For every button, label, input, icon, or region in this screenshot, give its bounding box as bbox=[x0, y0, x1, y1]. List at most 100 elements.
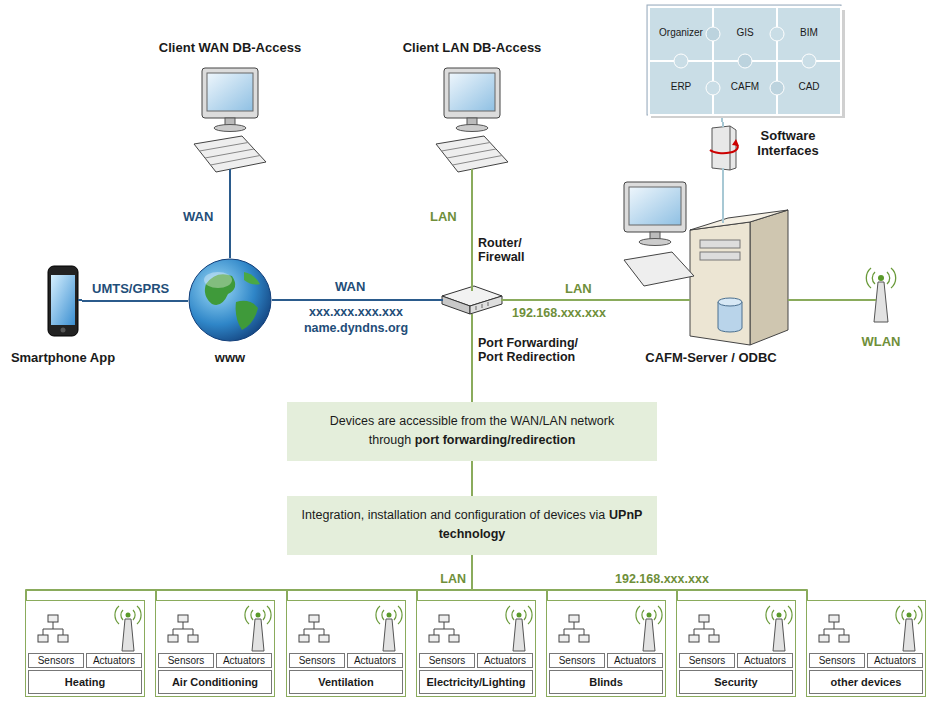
icon-part bbox=[471, 314, 473, 318]
icon-part bbox=[207, 73, 253, 111]
node-label: WLAN bbox=[854, 334, 908, 349]
network-link bbox=[472, 555, 807, 600]
icon-part bbox=[903, 619, 915, 651]
icon-part bbox=[690, 222, 750, 345]
device-name: Blinds bbox=[549, 670, 663, 694]
link-label: LAN bbox=[430, 210, 457, 225]
node-label: Router/ Firewall bbox=[478, 236, 538, 264]
icon-part bbox=[189, 259, 271, 341]
device-icons bbox=[677, 601, 797, 653]
component-label: Sensors bbox=[28, 653, 84, 668]
icon-part bbox=[444, 68, 500, 118]
component-label: Actuators bbox=[86, 653, 142, 668]
icon-part bbox=[256, 613, 261, 618]
icon-part bbox=[738, 54, 752, 68]
icon-part bbox=[471, 169, 473, 176]
icon-part bbox=[517, 613, 522, 618]
link-label: WAN bbox=[183, 210, 213, 225]
node-label: ERP bbox=[651, 81, 711, 92]
network-link bbox=[272, 299, 440, 301]
node-label: CAFM-Server / ODBC bbox=[626, 350, 796, 365]
component-label: Actuators bbox=[477, 653, 533, 668]
node-label: Software Interfaces bbox=[746, 128, 830, 158]
network-link bbox=[229, 176, 231, 258]
network-link bbox=[504, 299, 620, 301]
icon-part bbox=[732, 139, 739, 146]
globe-icon: www bbox=[188, 258, 272, 342]
network-link bbox=[471, 461, 473, 496]
address-label: xxx.xxx.xxx.xxx bbox=[300, 305, 412, 319]
icon-part bbox=[204, 272, 232, 288]
icon-part bbox=[722, 180, 724, 223]
icon-part bbox=[61, 328, 66, 333]
icon-part bbox=[718, 328, 742, 332]
icon-part bbox=[482, 304, 483, 308]
globe-icon bbox=[188, 258, 272, 342]
software-puzzle: OrganizerGISBIMERPCAFMCAD bbox=[645, 4, 845, 118]
icon-part bbox=[788, 299, 798, 301]
device-group: SensorsActuatorsSecurity bbox=[676, 600, 796, 697]
network-link bbox=[156, 555, 472, 600]
network-link bbox=[417, 555, 472, 600]
icon-part bbox=[712, 126, 736, 170]
icon-part bbox=[559, 635, 569, 642]
address-label: 192.168.xxx.xxx bbox=[615, 572, 709, 586]
icon-part bbox=[639, 239, 671, 246]
device-name: Heating bbox=[28, 670, 142, 694]
icon-part bbox=[694, 622, 714, 635]
icon-part bbox=[126, 613, 131, 618]
wlan-antenna: WLAN bbox=[868, 262, 894, 322]
device-icons bbox=[26, 601, 146, 653]
network-link bbox=[798, 299, 868, 301]
icon-part bbox=[777, 613, 782, 618]
icon-part bbox=[43, 622, 63, 635]
icon-part bbox=[178, 615, 188, 622]
component-label: Sensors bbox=[679, 653, 735, 668]
icon-part bbox=[211, 156, 261, 166]
icon-part bbox=[252, 619, 264, 651]
network-link bbox=[287, 555, 472, 600]
icon-part bbox=[874, 282, 888, 322]
node-label: Organizer bbox=[651, 27, 711, 38]
icon-part bbox=[636, 606, 662, 624]
icon-part bbox=[866, 268, 895, 288]
icon-part bbox=[839, 635, 849, 642]
node-label: Smartphone App bbox=[4, 350, 122, 365]
client-computer: Client LAN DB-Access bbox=[434, 68, 510, 176]
icon-part bbox=[730, 126, 731, 170]
node-label: www bbox=[188, 350, 272, 365]
icon-part bbox=[674, 54, 688, 68]
node-label: BIM bbox=[779, 27, 839, 38]
node-label: GIS bbox=[715, 27, 775, 38]
icon-part bbox=[488, 302, 489, 306]
device-name: Air Conditioning bbox=[158, 670, 272, 694]
icon-part bbox=[188, 635, 198, 642]
link-label: LAN bbox=[565, 282, 592, 297]
icon-part bbox=[304, 622, 324, 635]
icon-part bbox=[506, 606, 532, 624]
icon-part bbox=[700, 252, 740, 260]
network-link bbox=[26, 555, 472, 600]
component-label: Sensors bbox=[419, 653, 475, 668]
icon-part bbox=[643, 619, 655, 651]
icon-part bbox=[773, 619, 785, 651]
icon-part bbox=[202, 68, 258, 118]
icon-part bbox=[907, 613, 912, 618]
device-icons bbox=[287, 601, 407, 653]
icon-part bbox=[299, 635, 309, 642]
server-icon bbox=[620, 180, 798, 348]
icon-part bbox=[700, 240, 740, 248]
client-computer: Client WAN DB-Access bbox=[192, 68, 268, 176]
icon-part bbox=[122, 619, 134, 651]
icon-part bbox=[383, 619, 395, 651]
device-group: SensorsActuatorsHeating bbox=[25, 600, 145, 697]
interface-icon bbox=[706, 122, 740, 170]
icon-part bbox=[690, 210, 788, 230]
icon-part bbox=[449, 635, 459, 642]
icon-part bbox=[579, 635, 589, 642]
icon-part bbox=[205, 149, 254, 158]
smartphone-icon: Smartphone App bbox=[44, 266, 82, 336]
icon-part bbox=[78, 299, 82, 301]
device-name: Security bbox=[679, 670, 793, 694]
